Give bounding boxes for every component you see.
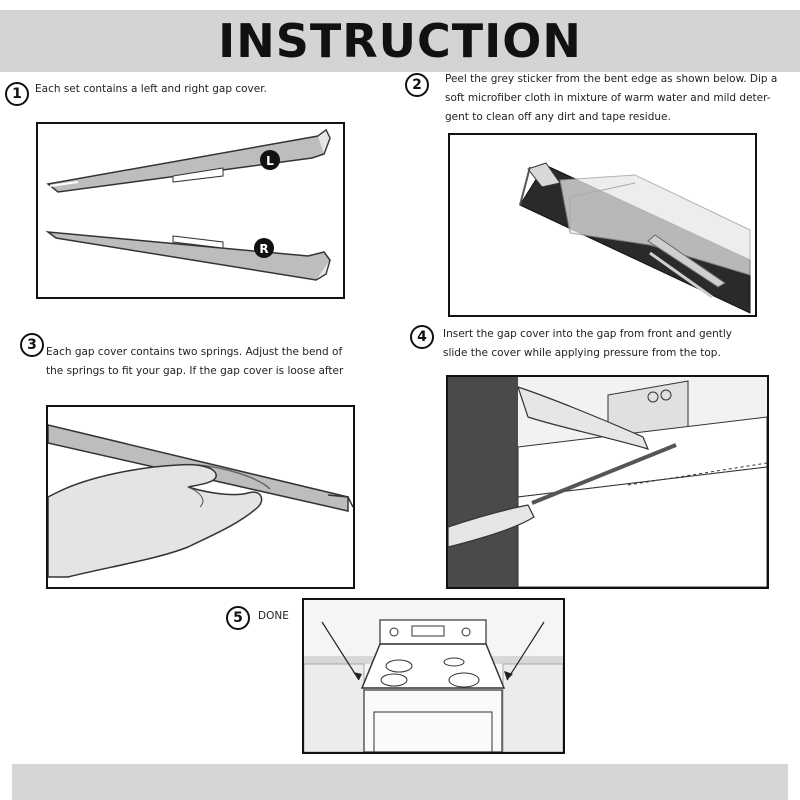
step-1-text: Each set contains a left and right gap c… xyxy=(35,83,267,95)
step-3-text: Each gap cover contains two springs. Adj… xyxy=(46,346,344,377)
right-label: R xyxy=(259,242,268,256)
right-badge-icon xyxy=(254,238,274,258)
footer-banner xyxy=(12,764,788,800)
step-5-text: DONE xyxy=(258,610,289,622)
step-4-number: 4 xyxy=(410,325,434,349)
step-2-illustration xyxy=(448,133,757,317)
step-5-illustration xyxy=(302,598,565,754)
step-3-number: 3 xyxy=(20,333,44,357)
step-1-illustration: L R xyxy=(36,122,345,299)
title-banner xyxy=(0,10,800,72)
arrow-icon xyxy=(504,671,513,680)
hand-icon xyxy=(448,504,535,548)
arrow-icon xyxy=(353,672,362,680)
left-label: L xyxy=(266,154,274,168)
step-4-text: Insert the gap cover into the gap from f… xyxy=(443,328,732,359)
page-title: INSTRUCTION xyxy=(218,14,582,68)
step-3-illustration xyxy=(46,405,355,589)
step-2-text: Peel the grey sticker from the bent edge… xyxy=(445,73,778,123)
step-4-illustration xyxy=(446,375,769,589)
step-1-number: 1 xyxy=(5,82,29,106)
step-2-number: 2 xyxy=(405,73,429,97)
step-5-number: 5 xyxy=(226,606,250,630)
left-badge-icon xyxy=(260,150,280,170)
hand-icon xyxy=(48,463,263,578)
